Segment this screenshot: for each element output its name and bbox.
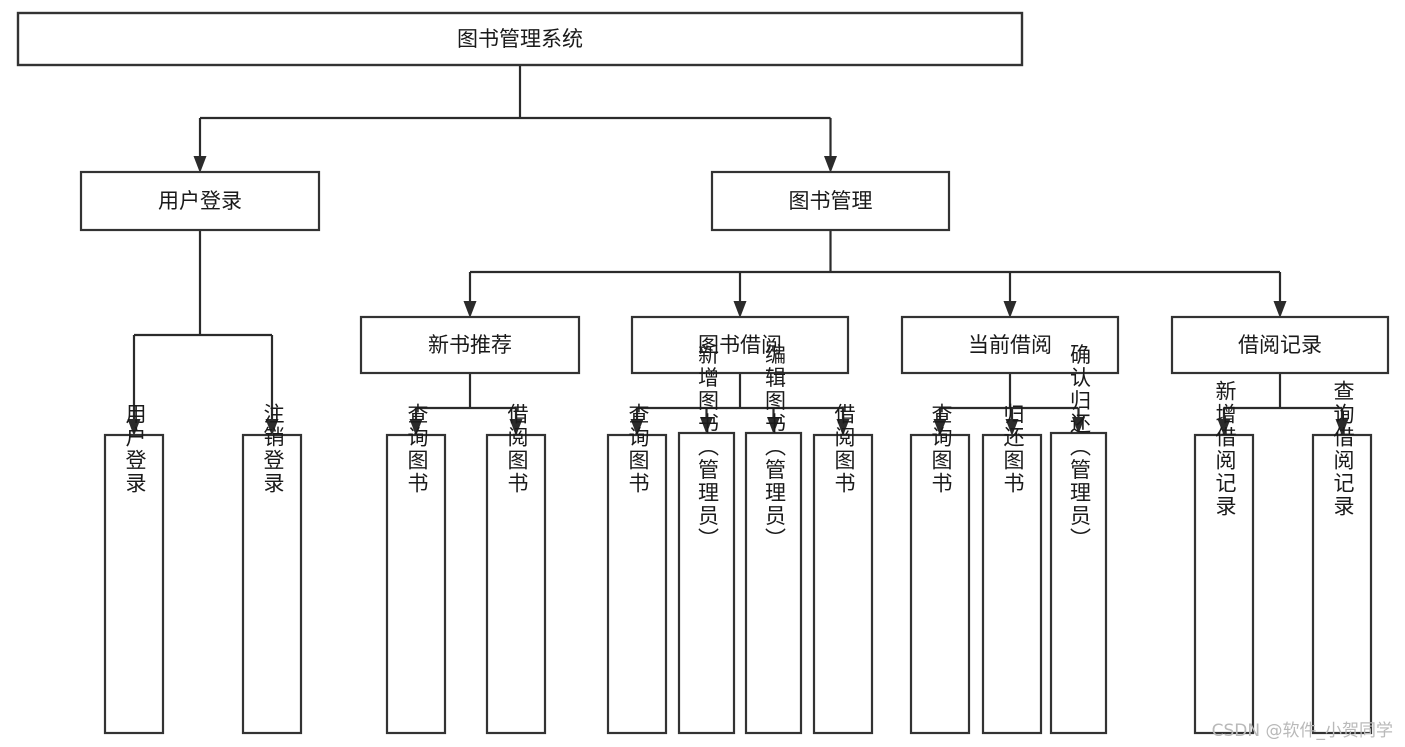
node-box (606, 433, 668, 735)
node-leaf_cur_query[interactable]: 查询图书 (909, 403, 971, 735)
node-box (1170, 315, 1390, 375)
node-box (485, 433, 547, 735)
node-box (79, 170, 321, 232)
arrow-head-icon (836, 419, 850, 436)
node-root[interactable]: 图书管理系统 (16, 11, 1024, 67)
node-leaf_rec_search[interactable]: 查询借阅记录 (1311, 380, 1373, 735)
node-box (1193, 433, 1255, 735)
node-leaf_cur_confirm[interactable]: 确认归还（管理员） (1049, 344, 1108, 735)
node-label: 用户登录 (123, 403, 147, 495)
node-borrow_record[interactable]: 借阅记录 (1170, 315, 1390, 375)
node-label: 查询图书 (405, 403, 429, 495)
node-label: 图书管理系统 (457, 27, 583, 51)
node-current_borrow[interactable]: 当前借阅 (900, 315, 1120, 375)
arrow-head-icon (1335, 419, 1349, 436)
arrow-head-icon (733, 301, 747, 318)
arrow-head-icon (409, 419, 423, 436)
node-layer: 图书管理系统用户登录图书管理新书推荐图书借阅当前借阅借阅记录用户登录注销登录查询… (16, 11, 1390, 735)
node-label: 注销登录 (261, 403, 285, 495)
node-leaf_rec_add[interactable]: 新增借阅记录 (1193, 380, 1255, 735)
node-box (385, 433, 447, 735)
arrow-head-icon (700, 417, 713, 434)
node-user_login[interactable]: 用户登录 (79, 170, 321, 232)
node-leaf_rec_query[interactable]: 查询图书 (385, 403, 447, 735)
arrow-head-icon (933, 419, 947, 436)
node-box (744, 431, 803, 735)
node-label: 借阅图书 (832, 403, 856, 495)
node-box (103, 433, 165, 735)
arrow-head-icon (265, 419, 279, 436)
node-box (710, 170, 951, 232)
node-book_manage[interactable]: 图书管理 (710, 170, 951, 232)
node-box (16, 11, 1024, 67)
arrow-head-icon (767, 417, 780, 434)
arrow-head-icon (1217, 419, 1231, 436)
node-label: 查询图书 (626, 403, 650, 495)
node-book_borrow[interactable]: 图书借阅 (630, 315, 850, 375)
node-box (900, 315, 1120, 375)
node-leaf_user_login[interactable]: 用户登录 (103, 403, 165, 735)
node-box (1311, 433, 1373, 735)
node-leaf_borrow_query[interactable]: 查询图书 (606, 403, 668, 735)
node-label: 图书管理 (789, 189, 873, 213)
arrow-head-icon (127, 419, 141, 436)
node-label: 当前借阅 (968, 333, 1052, 357)
node-leaf_borrow_lend[interactable]: 借阅图书 (812, 403, 874, 735)
node-leaf_cur_return[interactable]: 归还图书 (981, 403, 1043, 735)
node-box (1049, 431, 1108, 735)
node-label: 归还图书 (1001, 403, 1025, 495)
csdn-watermark: CSDN @软件_小贺同学 (1211, 721, 1393, 741)
arrow-head-icon (824, 156, 837, 173)
node-box (909, 433, 971, 735)
node-label: 确认归还（管理员） (1068, 344, 1092, 551)
node-label: 查询图书 (929, 403, 953, 495)
arrow-head-icon (1072, 417, 1085, 434)
node-label: 新书推荐 (428, 333, 512, 357)
node-label: 查询借阅记录 (1331, 380, 1355, 518)
node-label: 用户登录 (158, 189, 242, 213)
node-leaf_borrow_add[interactable]: 新增图书（管理员） (677, 344, 736, 735)
node-label: 借阅记录 (1238, 333, 1322, 357)
arrow-head-icon (630, 419, 644, 436)
node-label: 新增图书（管理员） (696, 344, 720, 551)
node-box (812, 433, 874, 735)
node-box (630, 315, 850, 375)
arrow-head-icon (1273, 301, 1287, 318)
arrow-head-icon (509, 419, 523, 436)
node-box (241, 433, 303, 735)
node-new_book_rec[interactable]: 新书推荐 (359, 315, 581, 375)
arrow-head-icon (1003, 301, 1017, 318)
arrow-head-icon (463, 301, 477, 318)
node-box (981, 433, 1043, 735)
node-label: 编辑图书（管理员） (763, 344, 787, 551)
connector-layer (127, 65, 1349, 436)
node-label: 借阅图书 (505, 403, 529, 495)
node-leaf_rec_borrow[interactable]: 借阅图书 (485, 403, 547, 735)
arrow-head-icon (1005, 419, 1019, 436)
node-leaf_user_logout[interactable]: 注销登录 (241, 403, 303, 735)
node-label: 图书借阅 (698, 333, 782, 357)
node-box (677, 431, 736, 735)
node-leaf_borrow_edit[interactable]: 编辑图书（管理员） (744, 344, 803, 735)
arrow-head-icon (193, 156, 207, 173)
node-box (359, 315, 581, 375)
node-label: 新增借阅记录 (1213, 380, 1237, 518)
